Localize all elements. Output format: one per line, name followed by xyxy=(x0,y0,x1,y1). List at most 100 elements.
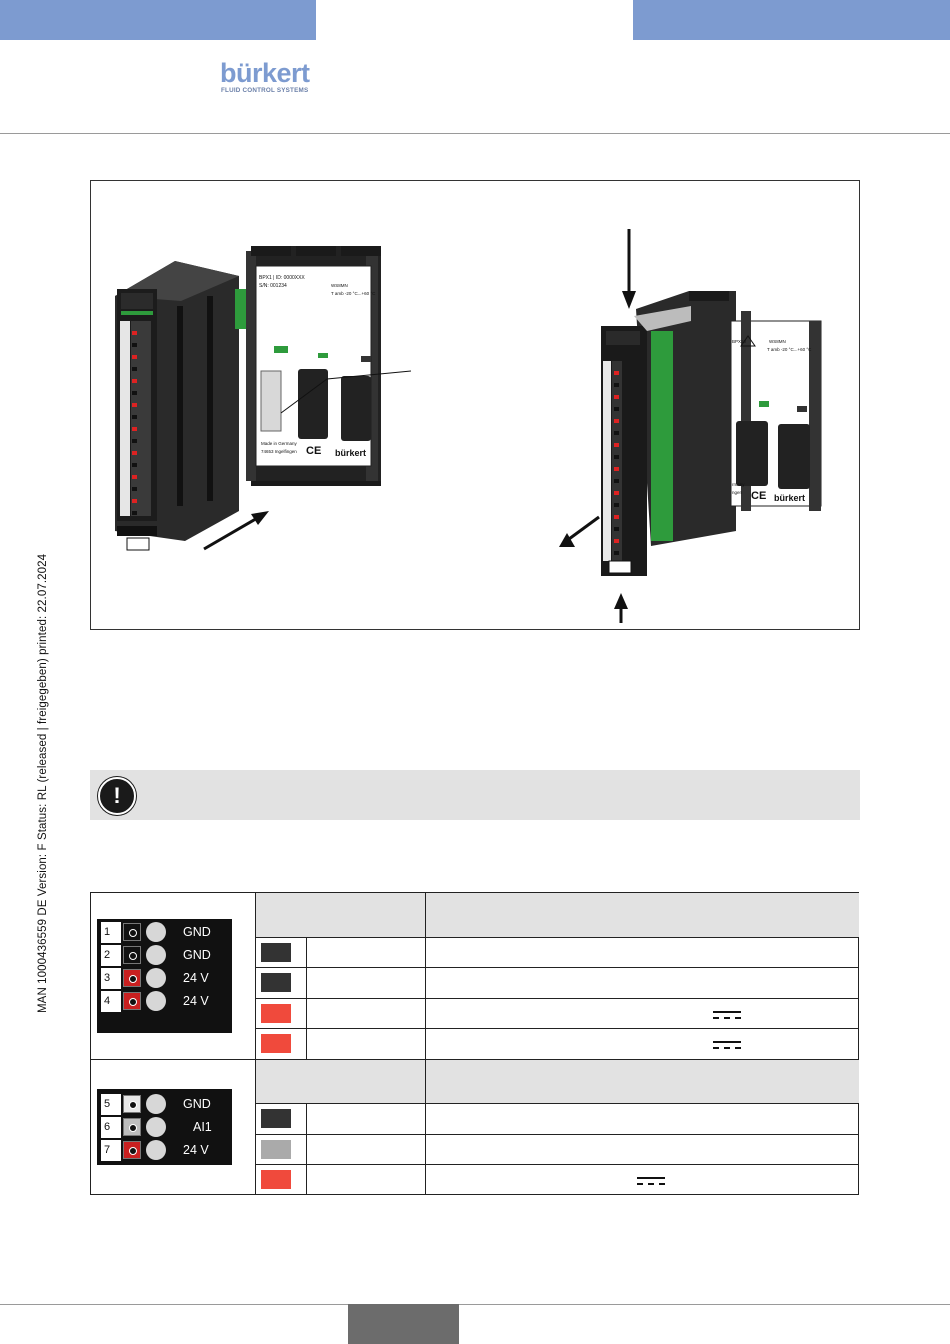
plate-id-text: BPX1 | ID: 0000XXX xyxy=(259,275,305,281)
terminal-pin xyxy=(132,343,137,347)
footer-divider xyxy=(0,1304,950,1305)
connector-bottom-image: 5 GND 6 AI1 7 24 V xyxy=(97,1089,232,1165)
terminal-pin xyxy=(614,467,619,471)
terminal-pin xyxy=(132,355,137,359)
terminal-pin xyxy=(614,503,619,507)
terminal-pin xyxy=(614,551,619,555)
terminal-pin xyxy=(614,479,619,483)
terminal-pin xyxy=(614,527,619,531)
left-io-module xyxy=(115,261,239,551)
pull-out-arrow xyxy=(559,515,600,547)
terminal-pin xyxy=(132,451,137,455)
terminal-pin xyxy=(614,395,619,399)
header-divider xyxy=(0,133,950,134)
right-plate-city-text: ngen xyxy=(732,490,743,495)
pin-square xyxy=(123,1141,141,1159)
pin-number: 7 xyxy=(101,1140,121,1161)
note-box: ! xyxy=(90,770,860,820)
pin-number: 3 xyxy=(101,968,121,989)
right-plate-temp-text: T amb -20 °C...+60 °C xyxy=(767,347,812,352)
plate-temp-code-text: WS8MN xyxy=(331,283,348,288)
pin-screw xyxy=(146,968,166,988)
right-plate-code-text: BPX10 xyxy=(732,339,747,344)
plate-ce-mark: CE xyxy=(306,445,321,457)
terminal-pin xyxy=(614,407,619,411)
terminal-pin xyxy=(614,455,619,459)
plate-brand-text: bürkert xyxy=(335,448,366,458)
pin-screw xyxy=(146,1094,166,1114)
right-plate-made-text: rmany xyxy=(732,482,745,487)
right-plate-brand-text: bürkert xyxy=(774,493,805,503)
dc-symbol-icon xyxy=(637,1177,665,1186)
terminal-pin xyxy=(614,419,619,423)
exclamation-icon: ! xyxy=(98,777,136,815)
terminal-pin xyxy=(132,475,137,479)
right-assembly: BPX10 WS8MN T amb -20 °C...+60 °C rmany … xyxy=(601,291,822,576)
pin-label: GND xyxy=(183,948,211,962)
pin-square xyxy=(123,969,141,987)
wire-color-grey-6 xyxy=(261,1140,291,1159)
logo-word: bürkert xyxy=(220,58,310,88)
wire-color-black-1 xyxy=(261,943,291,962)
dc-symbol-icon xyxy=(713,1041,741,1050)
wire-color-red-3 xyxy=(261,1004,291,1023)
terminal-pin xyxy=(132,403,137,407)
terminal-pin xyxy=(132,391,137,395)
pin-label: AI1 xyxy=(193,1120,212,1134)
left-terminal-pins xyxy=(132,331,137,515)
pin-label: GND xyxy=(183,925,211,939)
assembly-figure: BPX1 | ID: 0000XXX S/N: 001234 WS8MN T a… xyxy=(90,180,860,630)
table-header-top xyxy=(256,893,859,937)
logo-tagline: FLUID CONTROL SYSTEMS xyxy=(221,87,309,94)
pin-number: 2 xyxy=(101,945,121,966)
terminal-pin xyxy=(614,371,619,375)
left-module-ribs xyxy=(177,296,213,506)
terminal-pin xyxy=(614,431,619,435)
page-number-box xyxy=(348,1304,459,1344)
pin-label: 24 V xyxy=(183,1143,209,1157)
pin-screw xyxy=(146,922,166,942)
plate-temp-text: T amb -20 °C...+60 °C xyxy=(331,291,376,296)
pin-number: 5 xyxy=(101,1094,121,1115)
terminal-pin xyxy=(132,487,137,491)
insert-arrow-left xyxy=(203,511,269,551)
terminal-pin xyxy=(614,443,619,447)
pin-screw xyxy=(146,945,166,965)
terminal-pin xyxy=(614,383,619,387)
pin-square xyxy=(123,992,141,1010)
right-plate-ce-mark: CE xyxy=(751,490,766,502)
terminal-pin xyxy=(614,491,619,495)
pin-screw xyxy=(146,1140,166,1160)
pin-square xyxy=(123,946,141,964)
push-down-arrow xyxy=(622,229,636,309)
pin-screw xyxy=(146,1117,166,1137)
pin-screw xyxy=(146,991,166,1011)
terminal-pin xyxy=(132,511,137,515)
terminal-pin xyxy=(132,331,137,335)
pin-square xyxy=(123,1095,141,1113)
header-bar-left xyxy=(0,0,316,40)
connector-top-image: 1 GND 2 GND 3 24 V 4 24 V xyxy=(97,919,232,1033)
terminal-pin xyxy=(132,439,137,443)
right-plate-temp-code-text: WS8MN xyxy=(769,339,786,344)
burkert-logo: bürkert FLUID CONTROL SYSTEMS xyxy=(220,56,320,96)
table-header-bottom xyxy=(256,1059,859,1103)
pin-square xyxy=(123,1118,141,1136)
pin-number: 4 xyxy=(101,991,121,1012)
terminal-pin xyxy=(132,499,137,503)
pin-label: GND xyxy=(183,1097,211,1111)
push-up-arrow xyxy=(614,593,628,623)
terminal-pin xyxy=(132,415,137,419)
terminal-pin xyxy=(132,379,137,383)
left-base-plate: BPX1 | ID: 0000XXX S/N: 001234 WS8MN T a… xyxy=(235,246,412,486)
wire-color-black-2 xyxy=(261,973,291,992)
terminal-pin xyxy=(132,463,137,467)
plate-made-text: Made in Germany xyxy=(261,441,298,446)
wire-color-red-4 xyxy=(261,1034,291,1053)
pin-number: 6 xyxy=(101,1117,121,1138)
pin-label: 24 V xyxy=(183,994,209,1008)
terminal-pin xyxy=(614,515,619,519)
terminal-pin xyxy=(132,427,137,431)
assembly-illustration: BPX1 | ID: 0000XXX S/N: 001234 WS8MN T a… xyxy=(115,229,822,623)
wire-color-black-5 xyxy=(261,1109,291,1128)
